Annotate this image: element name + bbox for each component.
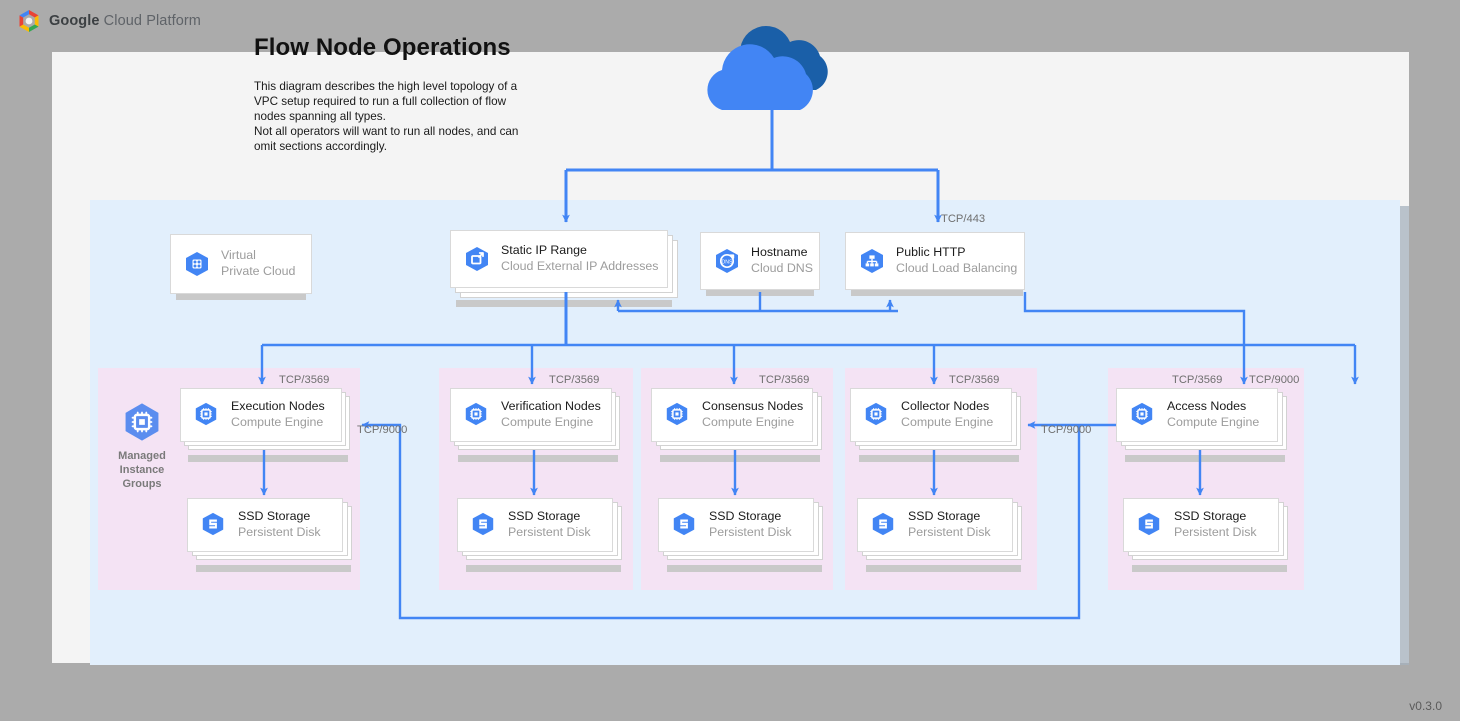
- node-subtitle: Compute Engine: [231, 415, 324, 429]
- mig-label-line: Managed: [118, 450, 166, 462]
- node-title: SSD Storage: [709, 509, 782, 524]
- card-plate: [660, 455, 820, 462]
- node-title: Virtual: [221, 248, 256, 263]
- cloud-load-balancing-icon: [858, 247, 886, 275]
- cloud-dns-icon: DNS: [713, 247, 741, 275]
- card-plate: [196, 565, 351, 572]
- node-subtitle: Private Cloud: [221, 264, 296, 278]
- node-card-hostname[interactable]: DNS Hostname Cloud DNS: [700, 232, 820, 290]
- node-card-ssd-storage-access[interactable]: SSD Storage Persistent Disk: [1123, 498, 1279, 552]
- card-plate: [466, 565, 621, 572]
- edge-label-tcp9000-collector: TCP/9000: [1041, 424, 1092, 436]
- persistent-disk-icon: [870, 511, 898, 539]
- card-plate: [456, 300, 672, 307]
- persistent-disk-icon: [200, 511, 228, 539]
- node-title: Hostname: [751, 245, 808, 260]
- brand-label: Google Cloud Platform: [49, 13, 201, 29]
- node-subtitle: Cloud DNS: [751, 261, 813, 275]
- svg-text:DNS: DNS: [722, 260, 733, 266]
- node-subtitle: Compute Engine: [702, 415, 795, 429]
- node-card-execution-nodes[interactable]: Execution Nodes Compute Engine: [180, 388, 342, 442]
- node-subtitle: Compute Engine: [901, 415, 994, 429]
- edge-label-tcp3569-verification: TCP/3569: [549, 374, 600, 386]
- persistent-disk-icon: [470, 511, 498, 539]
- mig-label-line: Groups: [122, 478, 162, 490]
- node-subtitle: Persistent Disk: [709, 525, 792, 539]
- edge-label-tcp3569-consensus: TCP/3569: [759, 374, 810, 386]
- brand-product: Cloud Platform: [99, 13, 201, 29]
- node-subtitle: Persistent Disk: [508, 525, 591, 539]
- node-subtitle: Persistent Disk: [908, 525, 991, 539]
- edge-label-tcp9000-access-in: TCP/9000: [1249, 374, 1300, 386]
- card-plate: [1132, 565, 1287, 572]
- edge-label-tcp3569-execution: TCP/3569: [279, 374, 330, 386]
- gcp-hexagon-logo-icon: [18, 9, 40, 33]
- node-card-ssd-storage-consensus[interactable]: SSD Storage Persistent Disk: [658, 498, 814, 552]
- page-title: Flow Node Operations: [254, 34, 511, 61]
- node-subtitle: Persistent Disk: [238, 525, 321, 539]
- edge-label-tcp9000-execution: TCP/9000: [357, 424, 408, 436]
- card-plate: [458, 455, 618, 462]
- node-card-ssd-storage-verification[interactable]: SSD Storage Persistent Disk: [457, 498, 613, 552]
- card-plate: [859, 455, 1019, 462]
- edge-label-tcp3569-access: TCP/3569: [1172, 374, 1223, 386]
- node-card-ssd-storage-execution[interactable]: SSD Storage Persistent Disk: [187, 498, 343, 552]
- node-title: Access Nodes: [1167, 399, 1247, 414]
- edge-label-tcp3569-collector: TCP/3569: [949, 374, 1000, 386]
- node-title: Public HTTP: [896, 245, 966, 260]
- version-label: v0.3.0: [1409, 699, 1442, 713]
- node-card-verification-nodes[interactable]: Verification Nodes Compute Engine: [450, 388, 612, 442]
- node-subtitle: Cloud Load Balancing: [896, 261, 1018, 275]
- node-subtitle: Compute Engine: [501, 415, 594, 429]
- brand-bar: Google Cloud Platform: [18, 8, 201, 34]
- node-card-virtual-private-cloud[interactable]: Virtual Private Cloud: [170, 234, 312, 294]
- page-description: This diagram describes the high level to…: [254, 79, 554, 154]
- card-plate: [1125, 455, 1285, 462]
- card-plate: [706, 290, 814, 296]
- edge-label-tcp443: TCP/443: [941, 213, 986, 225]
- node-card-public-http[interactable]: Public HTTP Cloud Load Balancing: [845, 232, 1025, 290]
- compute-engine-icon: [664, 401, 692, 429]
- cloud-external-ip-icon: [463, 245, 491, 273]
- cloud-icon: [707, 25, 828, 110]
- brand-google: Google: [49, 13, 100, 29]
- node-subtitle: Persistent Disk: [1174, 525, 1257, 539]
- compute-engine-icon: [863, 401, 891, 429]
- node-card-consensus-nodes[interactable]: Consensus Nodes Compute Engine: [651, 388, 813, 442]
- node-title: Collector Nodes: [901, 399, 990, 414]
- node-title: Verification Nodes: [501, 399, 601, 414]
- node-title: SSD Storage: [1174, 509, 1247, 524]
- node-title: Consensus Nodes: [702, 399, 804, 414]
- compute-engine-icon: [193, 401, 221, 429]
- node-title: SSD Storage: [508, 509, 581, 524]
- node-title: Execution Nodes: [231, 399, 325, 414]
- card-plate: [188, 455, 348, 462]
- node-title: SSD Storage: [908, 509, 981, 524]
- node-card-access-nodes[interactable]: Access Nodes Compute Engine: [1116, 388, 1278, 442]
- description-line: VPC setup required to run a full collect…: [254, 95, 507, 109]
- card-plate: [866, 565, 1021, 572]
- mig-label-line: Instance: [119, 464, 165, 476]
- compute-engine-icon: [1129, 401, 1157, 429]
- node-subtitle: Compute Engine: [1167, 415, 1260, 429]
- compute-engine-icon: [463, 401, 491, 429]
- managed-instance-groups-label: Managed Instance Groups: [104, 449, 180, 491]
- card-plate: [851, 290, 1023, 296]
- node-subtitle: Cloud External IP Addresses: [501, 259, 659, 273]
- managed-instance-groups-icon: [122, 400, 162, 444]
- node-card-collector-nodes[interactable]: Collector Nodes Compute Engine: [850, 388, 1012, 442]
- description-line: Not all operators will want to run all n…: [254, 125, 519, 139]
- card-plate: [667, 565, 822, 572]
- description-line: omit sections accordingly.: [254, 140, 387, 154]
- description-line: This diagram describes the high level to…: [254, 80, 518, 93]
- persistent-disk-icon: [671, 511, 699, 539]
- node-card-static-ip-range[interactable]: Static IP Range Cloud External IP Addres…: [450, 230, 668, 288]
- virtual-private-cloud-icon: [183, 250, 211, 278]
- node-card-ssd-storage-collector[interactable]: SSD Storage Persistent Disk: [857, 498, 1013, 552]
- persistent-disk-icon: [1136, 511, 1164, 539]
- card-plate: [176, 294, 306, 300]
- description-line: nodes spanning all types.: [254, 110, 386, 124]
- node-title: SSD Storage: [238, 509, 311, 524]
- node-title: Static IP Range: [501, 243, 587, 258]
